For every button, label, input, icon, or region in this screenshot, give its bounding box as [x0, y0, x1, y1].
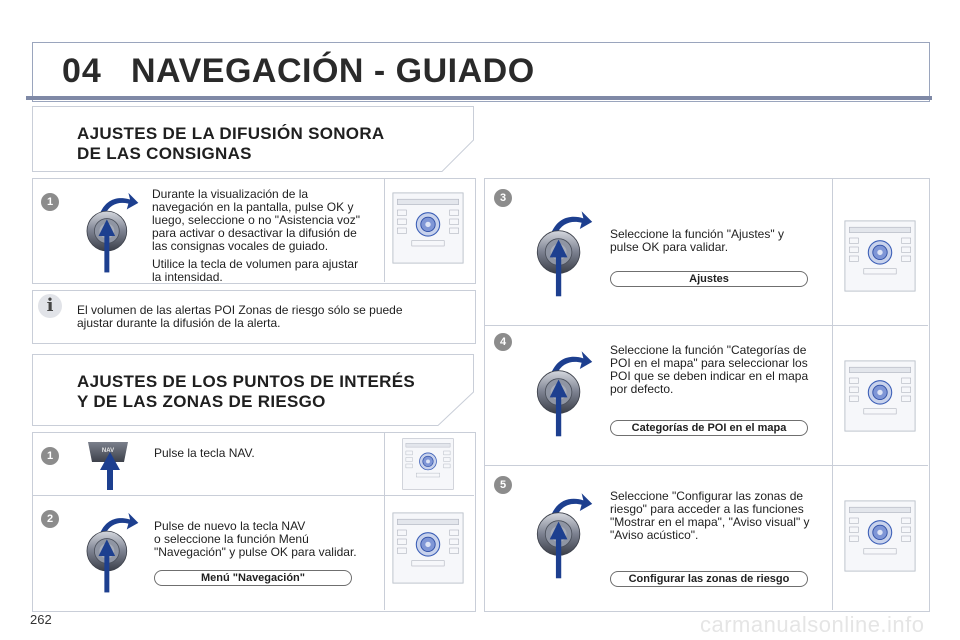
chapter-number: 04: [62, 52, 102, 90]
section1-title-line1: AJUSTES DE LA DIFUSIÓN SONORA: [77, 124, 385, 143]
text-line: "Aviso acústico".: [610, 528, 699, 542]
nav-key-label: NAV: [101, 448, 115, 454]
step-badge: 1: [41, 447, 59, 465]
watermark: carmanualsonline.info: [700, 612, 925, 637]
header-underline: [26, 96, 932, 100]
text-line: luego, seleccione o no "Asistencia voz": [152, 213, 360, 227]
configurar-zonas-pill: Configurar las zonas de riesgo: [610, 571, 808, 587]
text-line: riesgo" para acceder a las funciones: [610, 502, 804, 516]
section1-title-line2: DE LAS CONSIGNAS: [77, 144, 252, 163]
header-frame: [32, 42, 930, 102]
text-line: POI que se deben indicar en el mapa: [610, 369, 809, 383]
text-line: o seleccione la función Menú: [154, 532, 309, 546]
panel-divider: [384, 179, 385, 282]
menu-navegacion-pill: Menú "Navegación": [154, 570, 352, 586]
text-line: POI en el mapa" para seleccionar los: [610, 356, 808, 370]
radio-unit-icon: [392, 512, 464, 584]
panel-divider: [33, 495, 474, 496]
text-line: Seleccione la función "Ajustes" y: [610, 227, 784, 241]
page-title: NAVEGACIÓN - GUIADO: [131, 52, 535, 90]
radio-unit-icon: [840, 220, 920, 292]
step2-text: Pulse de nuevo la tecla NAV o seleccione…: [154, 520, 384, 559]
control-knob-icon: [532, 346, 594, 438]
nav-key-step-text: Pulse la tecla NAV.: [154, 446, 255, 460]
info-icon: i: [38, 294, 62, 318]
text-line: la intensidad.: [152, 270, 223, 284]
categorias-poi-pill: Categorías de POI en el mapa: [610, 420, 808, 436]
text-line: "Navegación" y pulse OK para validar.: [154, 545, 357, 559]
radio-unit-icon: [392, 438, 464, 490]
text-line: para activar o desactivar la difusión de: [152, 226, 357, 240]
text-line: Pulse de nuevo la tecla NAV: [154, 519, 306, 533]
text-line: por defecto.: [610, 382, 674, 396]
nav-key-icon: NAV: [84, 440, 132, 490]
section2-title-line1: AJUSTES DE LOS PUNTOS DE INTERÉS: [77, 372, 416, 391]
panel-divider: [485, 325, 928, 326]
text-line: Durante la visualización de la: [152, 187, 309, 201]
step-badge: 5: [494, 476, 512, 494]
control-knob-icon: [532, 206, 594, 298]
page-number: 262: [30, 612, 52, 627]
text-line: Seleccione "Configurar las zonas de: [610, 489, 804, 503]
panel-divider: [832, 179, 833, 610]
step-badge: 4: [494, 333, 512, 351]
control-knob-icon: [82, 506, 140, 596]
text-line: ajustar durante la difusión de la alerta…: [77, 316, 281, 330]
panel-divider: [485, 465, 928, 466]
info-icon-glyph: i: [46, 295, 54, 316]
text-line: Utilice la tecla de volumen para ajustar: [152, 257, 359, 271]
text-line: Seleccione la función "Categorías de: [610, 343, 807, 357]
text-line: pulse OK para validar.: [610, 240, 729, 254]
info-note-text: El volumen de las alertas POI Zonas de r…: [77, 304, 467, 330]
audio-step-text: Durante la visualización de la navegació…: [152, 188, 382, 284]
step5-text: Seleccione "Configurar las zonas de ries…: [610, 490, 832, 542]
radio-unit-icon: [840, 360, 920, 432]
text-line: navegación en la pantalla, pulse OK y: [152, 200, 354, 214]
step-badge: 2: [41, 510, 59, 528]
control-knob-icon: [532, 488, 594, 580]
text-line: "Mostrar en el mapa", "Aviso visual" y: [610, 515, 810, 529]
step4-text: Seleccione la función "Categorías de POI…: [610, 344, 830, 396]
info-note-panel: [32, 290, 476, 344]
radio-unit-icon: [840, 500, 920, 572]
section-title-frame: [32, 106, 474, 172]
section2-title-line2: Y DE LAS ZONAS DE RIESGO: [77, 392, 326, 411]
text-line: El volumen de las alertas POI Zonas de r…: [77, 303, 403, 317]
step3-text: Seleccione la función "Ajustes" y pulse …: [610, 228, 830, 254]
panel-divider: [384, 433, 385, 610]
text-line: las consignas vocales de guiado.: [152, 239, 329, 253]
step-badge: 3: [494, 189, 512, 207]
step-badge: 1: [41, 193, 59, 211]
ajustes-pill: Ajustes: [610, 271, 808, 287]
radio-unit-icon: [392, 192, 464, 264]
section-title-frame: [32, 354, 474, 426]
control-knob-icon: [82, 188, 140, 274]
